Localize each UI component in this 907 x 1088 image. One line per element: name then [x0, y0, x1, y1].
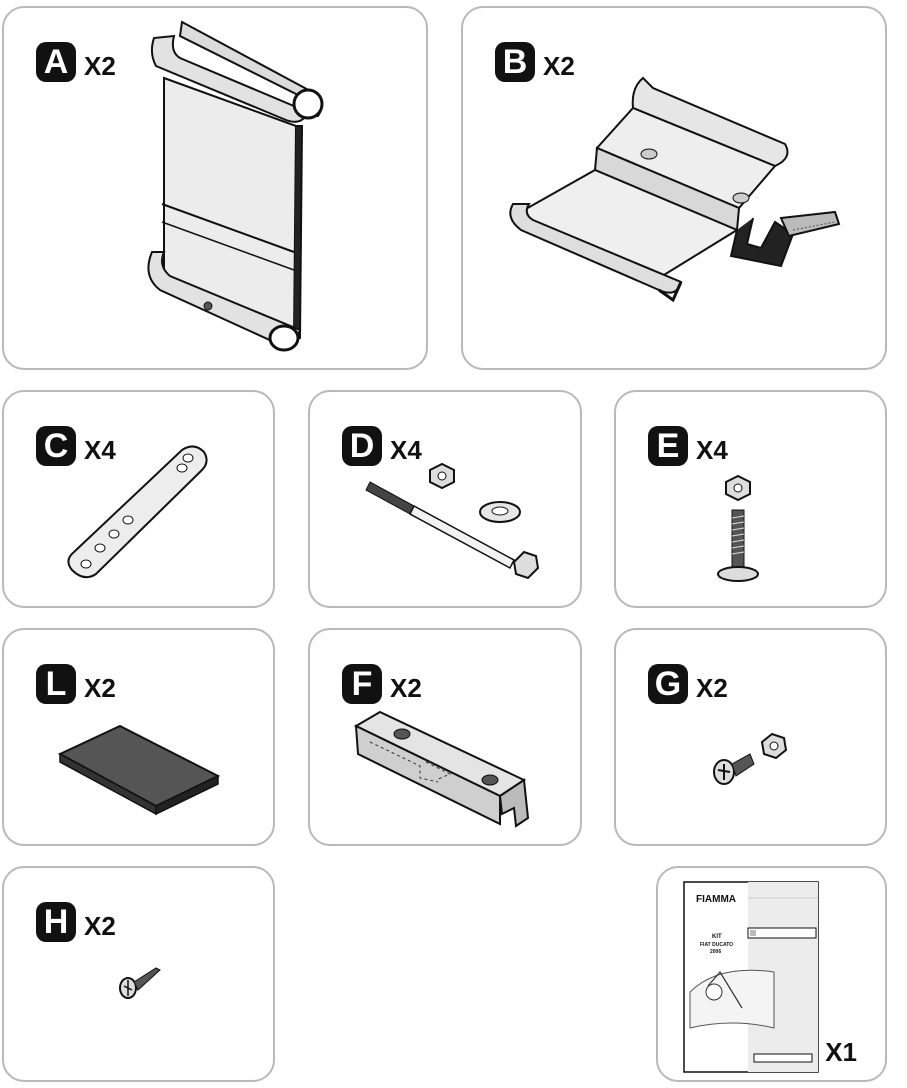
part-b-label: B X2: [495, 42, 575, 82]
part-f-quantity: X2: [390, 672, 422, 703]
part-f-label: F X2: [342, 664, 422, 704]
self-tapping-screw-illustration: [119, 967, 161, 999]
part-b-panel: B X2: [461, 6, 887, 370]
manual-kit: KIT: [712, 934, 722, 940]
part-a-quantity: X2: [84, 50, 116, 81]
instruction-manual-illustration: FIAMMA KIT FIAT DUCATO 2006: [683, 881, 819, 1073]
carriage-bolt-nut-illustration: [717, 474, 759, 582]
part-c-letter: C: [36, 426, 76, 466]
part-e-quantity: X4: [696, 434, 728, 465]
part-e-panel: E X4: [614, 390, 887, 608]
part-c-quantity: X4: [84, 434, 116, 465]
part-l-panel: L X2: [2, 628, 275, 846]
part-d-panel: D X4: [308, 390, 582, 608]
part-e-label: E X4: [648, 426, 728, 466]
part-d-label: D X4: [342, 426, 422, 466]
bracket-a-illustration: [147, 20, 324, 352]
part-h-quantity: X2: [84, 910, 116, 941]
part-l-label: L X2: [36, 664, 116, 704]
part-h-panel: H X2: [2, 866, 275, 1082]
part-g-panel: G X2: [614, 628, 887, 846]
bracket-b-illustration: [509, 76, 841, 303]
machine-screw-nut-illustration: [713, 732, 788, 785]
part-a-letter: A: [36, 42, 76, 82]
part-e-letter: E: [648, 426, 688, 466]
part-b-quantity: X2: [543, 50, 575, 81]
part-d-letter: D: [342, 426, 382, 466]
part-a-label: A X2: [36, 42, 116, 82]
manual-year: 2006: [710, 949, 721, 955]
part-b-letter: B: [495, 42, 535, 82]
manual-panel: FIAMMA KIT FIAT DUCATO 2006 X1: [656, 866, 887, 1082]
rubber-pad-illustration: [57, 724, 221, 816]
manual-quantity: X1: [825, 1037, 857, 1067]
part-g-label: G X2: [648, 664, 728, 704]
manual-brand: FIAMMA: [696, 894, 736, 905]
part-l-quantity: X2: [84, 672, 116, 703]
part-g-letter: G: [648, 664, 688, 704]
manual-model: FIAT DUCATO: [700, 942, 733, 948]
part-g-quantity: X2: [696, 672, 728, 703]
channel-bracket-illustration: [353, 710, 530, 828]
part-h-letter: H: [36, 902, 76, 942]
part-f-panel: F X2: [308, 628, 582, 846]
part-f-letter: F: [342, 664, 382, 704]
part-d-quantity: X4: [390, 434, 422, 465]
part-c-panel: C X4: [2, 390, 275, 608]
part-a-panel: A X2: [2, 6, 428, 370]
part-h-label: H X2: [36, 902, 116, 942]
perforated-strip-illustration: [67, 445, 208, 579]
part-l-letter: L: [36, 664, 76, 704]
long-bolt-nut-washer-illustration: [365, 462, 540, 580]
part-c-label: C X4: [36, 426, 116, 466]
